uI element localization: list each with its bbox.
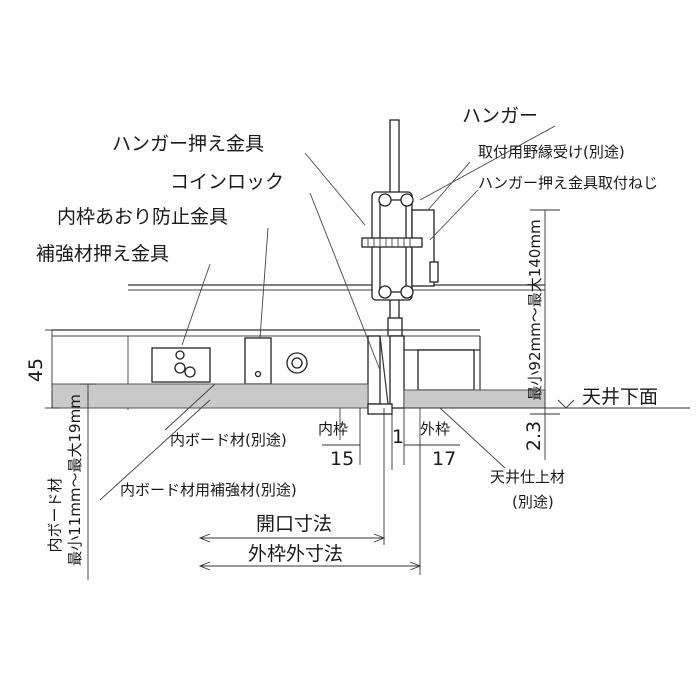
label-board-thick-2: 最小11mm〜最大19mm (66, 394, 84, 566)
label-coin-lock: コインロック (170, 171, 284, 193)
label-opening: 開口寸法 (256, 513, 332, 535)
outer-frame (389, 335, 405, 409)
label-ceiling-bottom: 天井下面 (582, 386, 658, 408)
label-inner-frame: 内枠 (318, 420, 348, 438)
dim-23: 2.3 (523, 421, 545, 451)
hanger-bolt-bottom-2 (400, 285, 414, 299)
dim-15: 15 (330, 448, 354, 470)
leader-nobuchi (427, 161, 471, 211)
hanger-bolt-top (378, 193, 392, 207)
label-inner-board: 内ボード材(別途) (170, 431, 287, 449)
label-nobuchi: 取付用野縁受け(別途) (478, 143, 625, 161)
outer-frame-channel (417, 349, 475, 391)
ceiling-finish-board (403, 389, 546, 409)
label-reinforce-press: 補強材押え金具 (36, 243, 169, 265)
label-hanger: ハンガー (462, 105, 538, 127)
label-outer-dim: 外枠外寸法 (248, 543, 343, 565)
leader-hanger-press (304, 152, 366, 226)
inner-frame-foot (367, 403, 393, 415)
leader-screw (429, 189, 479, 241)
leader-inner-board (164, 383, 216, 431)
dim-1: 1 (392, 426, 404, 448)
label-hanger-press: ハンガー押え金具 (112, 133, 264, 155)
label-ceiling-finish-2: (別途) (512, 493, 554, 511)
leader-inner-tilt (259, 227, 269, 339)
leader-ceiling-finish (439, 407, 506, 469)
hanger-bolt-bottom (378, 285, 392, 299)
inner-board (51, 383, 369, 409)
leader-hanger (419, 125, 556, 201)
label-hanger-screw: ハンガー押え金具取付ねじ (478, 174, 658, 192)
nobuchi-channel (411, 209, 435, 287)
dim-17: 17 (432, 448, 456, 470)
label-outer-frame: 外枠 (420, 420, 450, 438)
nobuchi-lip (429, 261, 439, 283)
ceiling-bottom-mark (557, 399, 575, 409)
hanger-bolt-top-2 (400, 193, 414, 207)
label-board-thick-1: 内ボード材 (46, 477, 64, 552)
leader-coin-lock (309, 192, 381, 371)
label-board-reinforce: 内ボード材用補強材(別途) (120, 481, 297, 499)
hanger-joint (387, 317, 403, 337)
leader-reinforce (181, 263, 211, 346)
label-ceiling-finish-1: 天井仕上材 (490, 468, 565, 486)
label-inner-tilt: 内枠あおり防止金具 (57, 206, 228, 228)
leader-board-reinforce (99, 399, 211, 501)
dim-45: 45 (25, 358, 47, 382)
label-range-vertical: 最小92mm〜最大140mm (526, 219, 544, 400)
inner-frame-right (367, 335, 381, 405)
